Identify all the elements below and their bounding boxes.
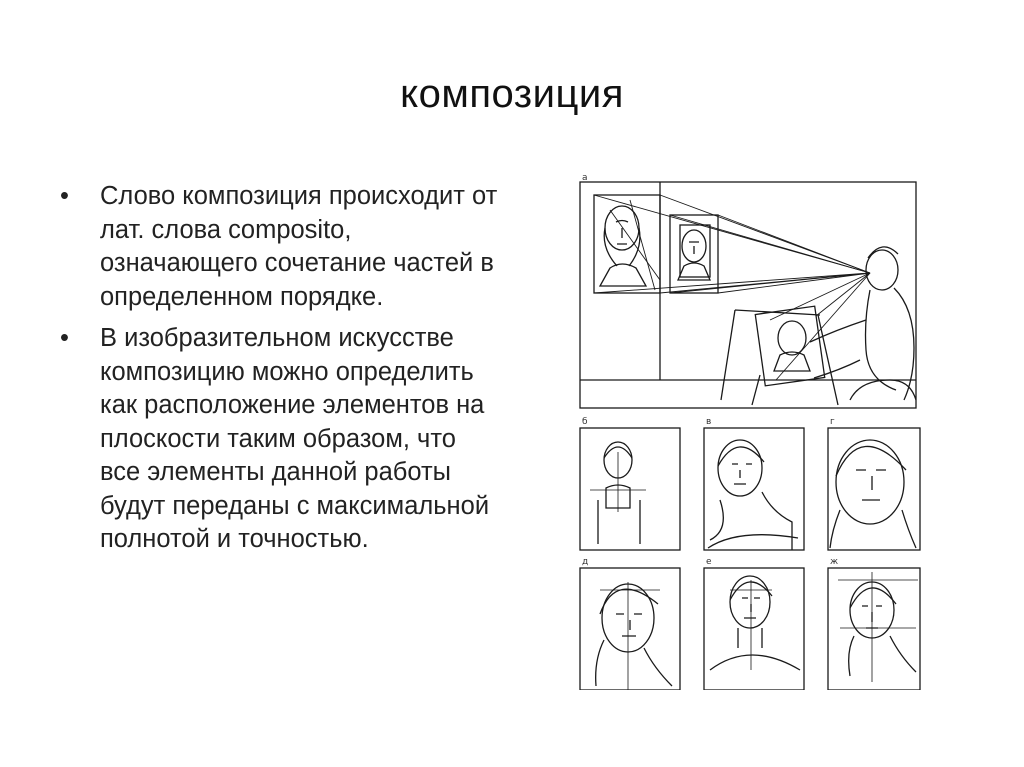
bullet-list: • Слово композиция происходит от лат. сл… [58,180,498,557]
panel-label-a: а [582,173,588,183]
panel-label-d: д [582,557,588,567]
panel-b-portrait [579,427,681,551]
panel-label-zh: ж [830,557,838,567]
panel-e-portrait [703,567,805,690]
bullet-text: Слово композиция происходит от лат. слов… [100,182,498,311]
slide-title: композиция [400,72,624,116]
composition-illustration: а б в г д е ж [570,170,930,690]
bullet-text: В изобразительном искусстве композицию м… [100,324,490,553]
panel-d-portrait [579,567,681,690]
panel-label-b: б [582,417,588,427]
bullet-marker: • [60,182,69,210]
bullet-marker: • [60,324,69,352]
bullet-item: • В изобразительном искусстве композицию… [58,322,498,557]
panel-zh-portrait [827,567,921,690]
panel-label-g: г [830,417,835,427]
panel-label-v: в [706,417,711,427]
panel-a-perspective-scene [579,181,917,409]
panel-v-portrait [703,427,805,551]
panel-label-e: е [706,557,712,567]
bullet-item: • Слово композиция происходит от лат. сл… [58,180,498,314]
portrait-sketch-figure: а б в г д е ж [579,173,921,690]
panel-g-portrait [827,427,921,551]
